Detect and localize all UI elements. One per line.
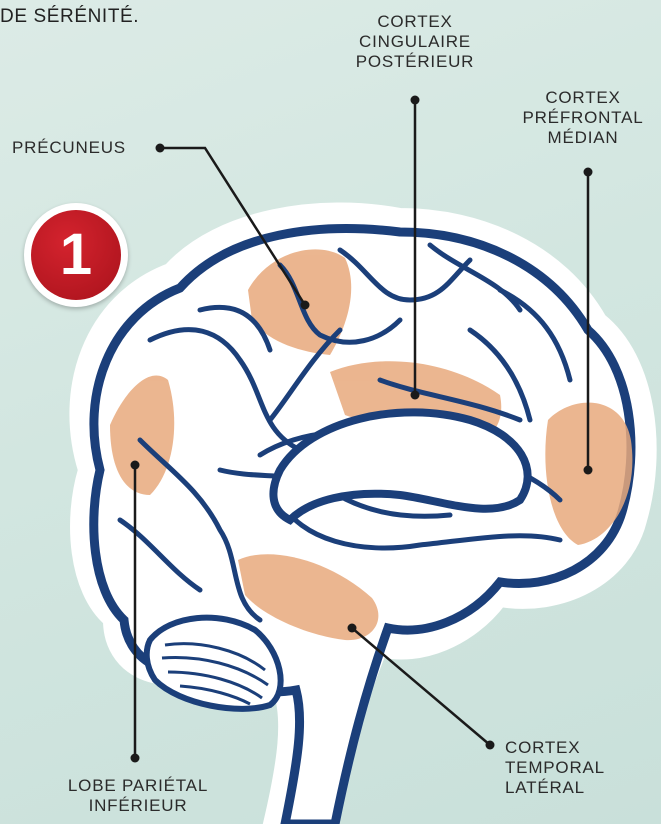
label-posterior-cingulate: CORTEX CINGULAIRE POSTÉRIEUR <box>335 12 495 72</box>
label-lateral-temporal: CORTEX TEMPORAL LATÉRAL <box>505 738 645 798</box>
cerebellum <box>147 618 281 709</box>
label-precuneus: PRÉCUNEUS <box>12 138 126 158</box>
step-number-badge: 1 <box>24 203 128 307</box>
label-medial-prefrontal: CORTEX PRÉFRONTAL MÉDIAN <box>505 88 661 148</box>
label-inferior-parietal: LOBE PARIÉTAL INFÉRIEUR <box>38 776 238 816</box>
brain-outline <box>94 229 631 824</box>
step-number: 1 <box>31 210 121 300</box>
